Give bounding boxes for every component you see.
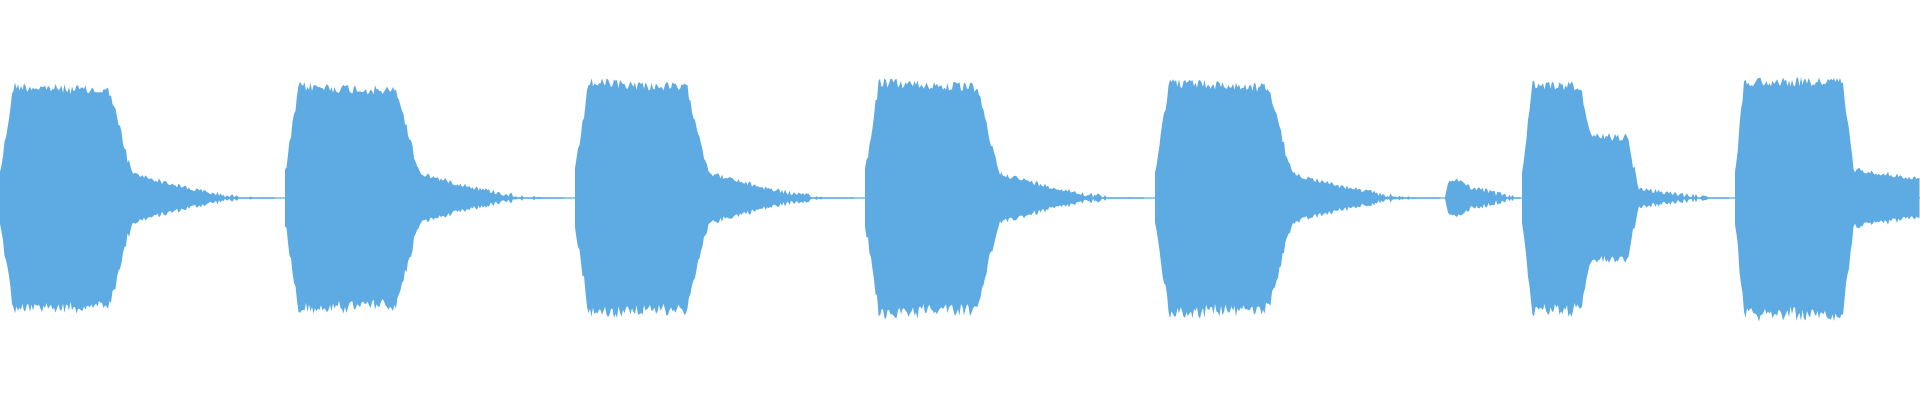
waveform-burst-1 (0, 82, 275, 314)
waveform-burst-7 (1522, 80, 1729, 317)
waveform-burst-3 (575, 78, 854, 319)
waveform-burst-6 (1445, 178, 1520, 217)
waveform-burst-2 (285, 81, 564, 314)
waveform-burst-8 (1735, 76, 1920, 322)
waveform-burst-5 (1155, 79, 1440, 319)
waveform-burst-4 (865, 78, 1144, 319)
